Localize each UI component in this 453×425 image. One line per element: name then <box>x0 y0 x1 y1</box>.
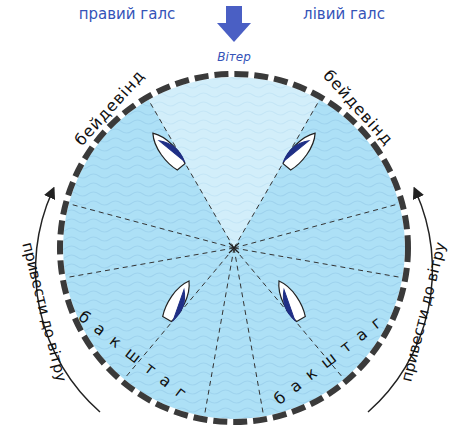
sailboat <box>147 128 187 172</box>
sailboat <box>160 277 195 323</box>
course-line <box>234 100 320 248</box>
sailboat <box>281 128 321 172</box>
course-line <box>69 204 234 248</box>
course-circle <box>60 74 408 422</box>
course-label: Вітер <box>217 51 251 63</box>
course-line <box>204 248 234 416</box>
boats <box>147 128 321 323</box>
wind-arrow <box>217 6 251 42</box>
course-label: лівий галс <box>303 7 385 22</box>
course-line <box>66 248 234 278</box>
course-line <box>149 100 235 248</box>
course-line <box>234 204 399 248</box>
course-line <box>234 248 402 278</box>
sailboat <box>272 277 307 323</box>
course-line <box>234 248 264 416</box>
course-label: правий галс <box>79 7 176 22</box>
